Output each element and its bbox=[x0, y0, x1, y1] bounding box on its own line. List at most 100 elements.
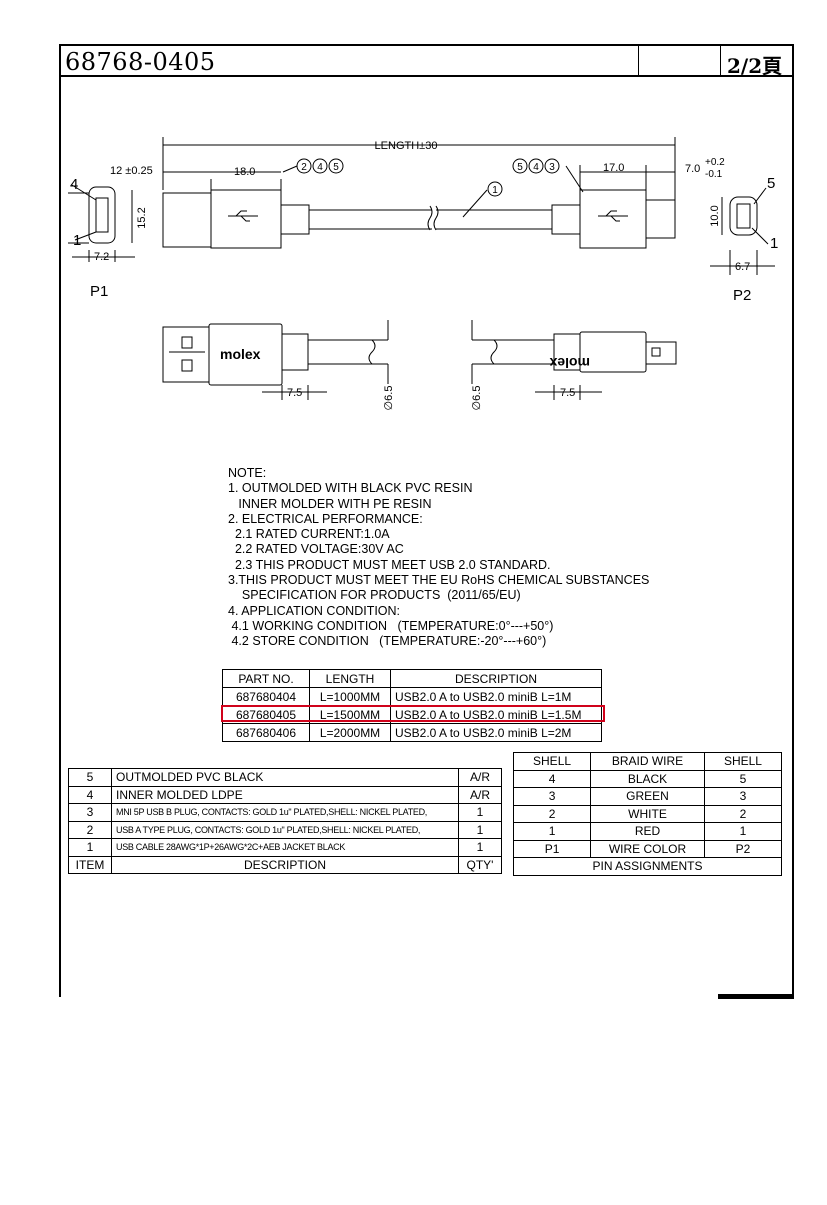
dim-7-5: 7.5 bbox=[560, 387, 575, 399]
dim-6-5: ∅6.5 bbox=[383, 386, 395, 411]
table-row: 687680404 L=1000MM USB2.0 A to USB2.0 mi… bbox=[222, 687, 602, 706]
minib-overmold bbox=[579, 189, 647, 249]
table-cell: A/R bbox=[458, 785, 502, 804]
note-line: 2.1 RATED CURRENT:1.0A bbox=[228, 527, 390, 542]
note-line: 4. APPLICATION CONDITION: bbox=[228, 603, 401, 618]
table-cell: 687680406 bbox=[222, 723, 310, 742]
table-cell: 5 bbox=[703, 769, 783, 788]
note-line: 2.2 RATED VOLTAGE:30V AC bbox=[228, 542, 404, 557]
table-row: 5 OUTMOLDED PVC BLACK A/R bbox=[68, 768, 502, 787]
tol-minus: -0.1 bbox=[705, 169, 723, 180]
table-cell: OUTMOLDED PVC BLACK bbox=[111, 768, 459, 787]
callout-5: 5 bbox=[333, 162, 339, 173]
callout-circle bbox=[528, 158, 544, 174]
table-header: PIN ASSIGNMENTS bbox=[513, 857, 782, 876]
table-cell: 687680404 bbox=[222, 687, 310, 706]
bom-table: 5 OUTMOLDED PVC BLACK A/R 4 INNER MOLDED… bbox=[68, 768, 502, 874]
table-cell: 3 bbox=[68, 803, 112, 822]
table-footer-row: PIN ASSIGNMENTS bbox=[513, 857, 782, 876]
table-footer-row: ITEM DESCRIPTION QTY' bbox=[68, 855, 502, 874]
callout-circle bbox=[296, 158, 312, 174]
table-cell: WIRE COLOR bbox=[590, 839, 705, 858]
table-cell: L=2000MM bbox=[309, 723, 391, 742]
table-header: QTY' bbox=[458, 855, 502, 874]
note-line: 4.2 STORE CONDITION (TEMPERATURE:-20°---… bbox=[228, 634, 547, 649]
tol-plus: +0.2 bbox=[705, 157, 725, 168]
dim-12: 12 ±0.25 bbox=[110, 165, 153, 177]
table-cell: WHITE bbox=[590, 804, 705, 823]
callout-5: 5 bbox=[517, 162, 523, 173]
table-header: DESCRIPTION bbox=[111, 855, 459, 874]
title-block: 68768-0405 2/2頁 bbox=[59, 44, 794, 78]
molex-logo: molex bbox=[549, 355, 590, 371]
length-label: LENGTH±30 bbox=[375, 140, 438, 152]
table-cell: 4 bbox=[68, 785, 112, 804]
note-line: NOTE: bbox=[228, 466, 267, 480]
part-table: PART NO. LENGTH DESCRIPTION 687680404 L=… bbox=[222, 669, 602, 742]
table-cell: 1 bbox=[458, 803, 502, 822]
note-line: 3.THIS PRODUCT MUST MEET THE EU RoHS CHE… bbox=[228, 573, 650, 588]
table-cell: USB2.0 A to USB2.0 miniB L=1M bbox=[390, 687, 602, 706]
table-cell: 3 bbox=[512, 787, 592, 806]
table-header: BRAID WIRE bbox=[590, 752, 705, 771]
note-line: 4.1 WORKING CONDITION (TEMPERATURE:0°---… bbox=[228, 618, 554, 633]
table-header: LENGTH bbox=[309, 669, 391, 688]
table-header: ITEM bbox=[68, 855, 112, 874]
callout-4: 4 bbox=[533, 162, 539, 173]
usb-a-overmold bbox=[210, 189, 282, 249]
table-cell: 2 bbox=[512, 804, 592, 823]
p2-label: P2 bbox=[733, 287, 751, 304]
page-number: 2/2頁 bbox=[727, 54, 783, 78]
table-header: SHELL bbox=[512, 752, 592, 771]
note-line: 1. OUTMOLDED WITH BLACK PVC RESIN bbox=[228, 481, 473, 496]
table-row: 1 USB CABLE 28AWG*1P+26AWG*2C+AEB JACKET… bbox=[68, 838, 502, 857]
table-cell: 1 bbox=[68, 838, 112, 857]
table-cell: USB2.0 A to USB2.0 miniB L=2M bbox=[390, 723, 602, 742]
dim-17: 17.0 bbox=[603, 162, 624, 174]
table-cell: INNER MOLDED LDPE bbox=[111, 785, 459, 804]
callout-2: 2 bbox=[301, 162, 307, 173]
table-cell: 2 bbox=[703, 804, 783, 823]
table-cell: MNI 5P USB B PLUG, CONTACTS: GOLD 1u" PL… bbox=[111, 803, 459, 822]
minib-plug-shell bbox=[645, 199, 676, 239]
table-cell: GREEN bbox=[590, 787, 705, 806]
table-row: 3 GREEN 3 bbox=[512, 787, 783, 806]
table-header: DESCRIPTION bbox=[390, 669, 602, 688]
table-row: P1 WIRE COLOR P2 bbox=[512, 839, 783, 858]
table-cell: 1 bbox=[703, 822, 783, 841]
table-cell: 1 bbox=[458, 838, 502, 857]
callout-circle bbox=[487, 181, 503, 197]
table-cell: 4 bbox=[512, 769, 592, 788]
table-cell: A/R bbox=[458, 768, 502, 787]
note-line: 2.3 THIS PRODUCT MUST MEET USB 2.0 STAND… bbox=[228, 557, 551, 572]
divider bbox=[720, 46, 721, 75]
table-row: 4 INNER MOLDED LDPE A/R bbox=[68, 785, 502, 804]
dim-7: 7.0 bbox=[685, 163, 700, 175]
table-cell: 1 bbox=[458, 820, 502, 839]
table-row: 687680406 L=2000MM USB2.0 A to USB2.0 mi… bbox=[222, 723, 602, 742]
table-cell: 5 bbox=[68, 768, 112, 787]
dim-10: 10.0 bbox=[709, 205, 721, 226]
table-header: SHELL bbox=[703, 752, 783, 771]
table-row: 4 BLACK 5 bbox=[512, 769, 783, 788]
dim-6-5: ∅6.5 bbox=[471, 386, 483, 411]
callout-1: 1 bbox=[492, 185, 498, 196]
table-row: 3 MNI 5P USB B PLUG, CONTACTS: GOLD 1u" … bbox=[68, 803, 502, 822]
dim-6-7: 6.7 bbox=[735, 261, 750, 273]
callout-circle bbox=[312, 158, 328, 174]
table-cell: 3 bbox=[703, 787, 783, 806]
callout-circle bbox=[328, 158, 344, 174]
pin-1: 1 bbox=[73, 232, 81, 249]
table-cell: P1 bbox=[512, 839, 592, 858]
notes-block: NOTE:1. OUTMOLDED WITH BLACK PVC RESIN I… bbox=[228, 466, 649, 650]
table-cell: L=1000MM bbox=[309, 687, 391, 706]
table-header-row: SHELL BRAID WIRE SHELL bbox=[512, 752, 783, 771]
table-row: 2 WHITE 2 bbox=[512, 804, 783, 823]
note-line: SPECIFICATION FOR PRODUCTS (2011/65/EU) bbox=[228, 588, 521, 603]
highlight-box bbox=[221, 705, 605, 722]
divider bbox=[638, 46, 639, 75]
table-cell: BLACK bbox=[590, 769, 705, 788]
callout-circle bbox=[544, 158, 560, 174]
usb-a-plug-shell bbox=[162, 192, 212, 248]
